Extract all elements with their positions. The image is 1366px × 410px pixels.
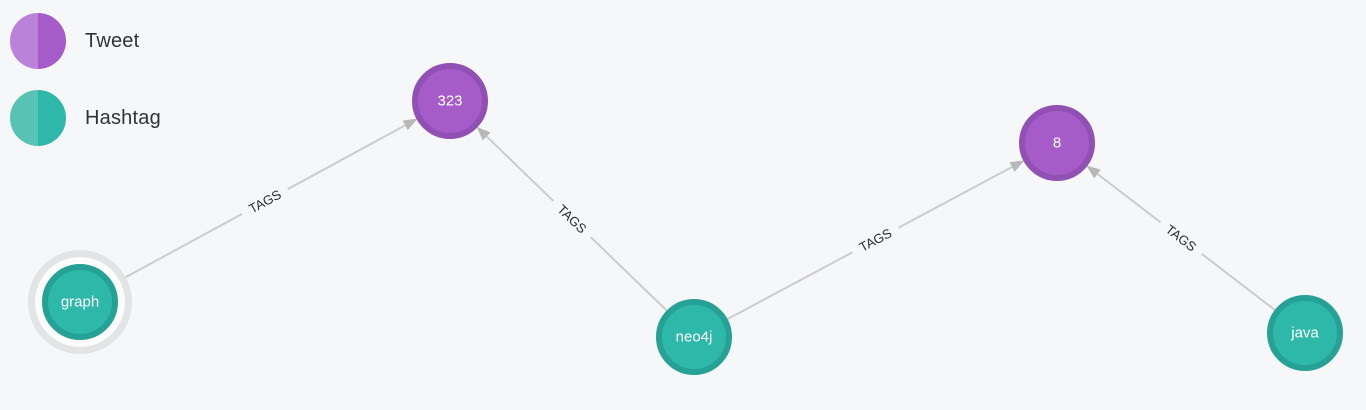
node-label: graph	[61, 294, 99, 311]
edge-label[interactable]: TAGS	[554, 202, 589, 237]
edge-label[interactable]: TAGS	[857, 225, 895, 255]
graph-edge[interactable]: TAGS	[727, 160, 1025, 320]
edge-line	[897, 166, 1013, 229]
node-label: java	[1290, 325, 1319, 342]
graph-node-8[interactable]: 8	[1019, 105, 1095, 181]
tweet-node-swatch-icon	[10, 13, 66, 69]
graph-node-neo4j[interactable]: neo4j	[656, 299, 732, 375]
edge-line	[485, 135, 555, 202]
edge-line	[112, 213, 243, 285]
legend-label-tweet: Tweet	[85, 29, 140, 52]
edge-arrowhead-icon	[402, 118, 418, 131]
graph-edge[interactable]: TAGS	[1086, 165, 1276, 311]
graph-edge[interactable]: TAGS	[476, 126, 668, 312]
edge-label[interactable]: TAGS	[246, 187, 284, 217]
node-circle	[412, 63, 488, 139]
edge-line	[1096, 173, 1161, 223]
node-circle	[42, 264, 118, 340]
edge-arrowhead-icon	[1009, 160, 1025, 172]
edge-line	[589, 236, 668, 312]
node-circle	[1267, 295, 1343, 371]
node-circle	[656, 299, 732, 375]
node-label: neo4j	[676, 329, 713, 346]
legend-item-tweet[interactable]: Tweet	[10, 13, 161, 69]
edge-label[interactable]: TAGS	[1163, 222, 1200, 255]
node-label: 323	[437, 93, 462, 110]
edge-arrowhead-icon	[476, 126, 491, 141]
hashtag-node-swatch-icon	[10, 90, 66, 146]
graph-node-graph[interactable]: graph	[28, 250, 132, 354]
graph-node-java[interactable]: java	[1267, 295, 1343, 371]
node-circle	[1019, 105, 1095, 181]
edge-line	[287, 124, 406, 190]
node-label: 8	[1053, 135, 1061, 152]
edge-arrowhead-icon	[1086, 165, 1101, 179]
graph-node-323[interactable]: 323	[412, 63, 488, 139]
legend: Tweet Hashtag	[10, 13, 161, 167]
legend-label-hashtag: Hashtag	[85, 106, 161, 129]
edge-line	[727, 251, 854, 320]
edge-line	[1201, 253, 1276, 311]
legend-item-hashtag[interactable]: Hashtag	[10, 90, 161, 146]
